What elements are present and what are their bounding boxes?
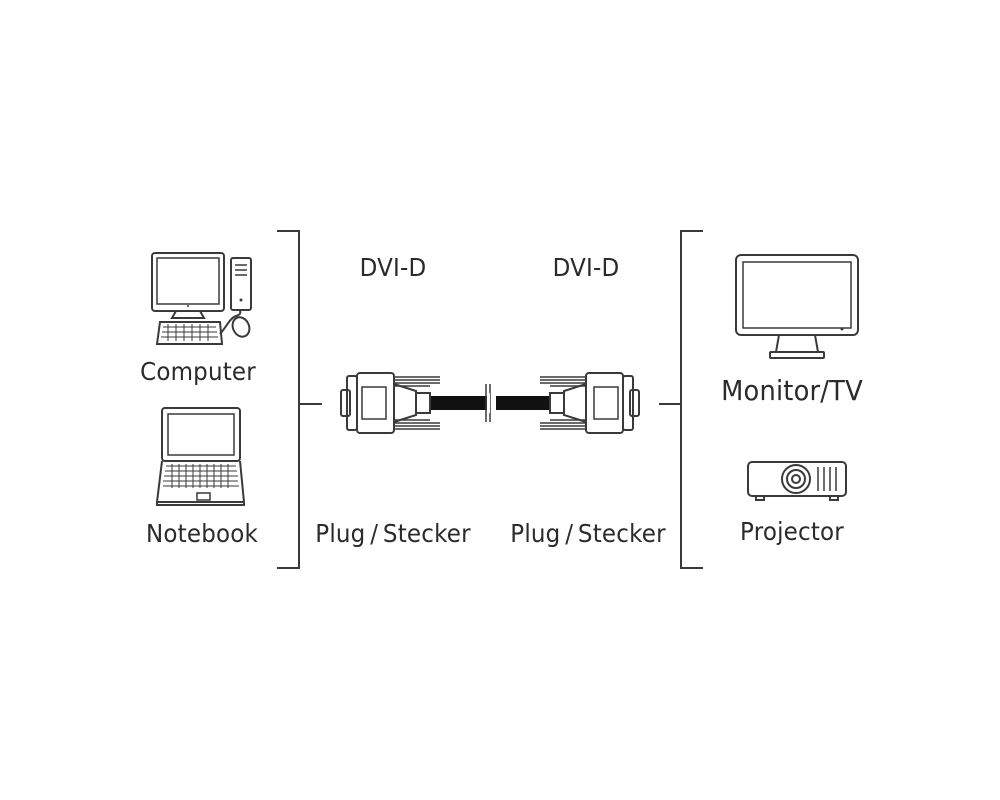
projector-icon (747, 461, 847, 501)
left-connector-label: Plug / Stecker (315, 519, 471, 548)
right-bracket (659, 230, 703, 569)
dvi-cable (430, 384, 550, 422)
computer-label: Computer (140, 357, 256, 386)
notebook-icon (155, 407, 246, 506)
left-bracket (277, 230, 322, 569)
right-connector-label: Plug / Stecker (510, 519, 666, 548)
dvi-plug-right-icon (540, 372, 640, 434)
left-cable-type-label: DVI-D (359, 253, 427, 282)
monitor-icon (735, 254, 859, 359)
dvi-plug-left-icon (340, 372, 440, 434)
notebook-label: Notebook (146, 519, 258, 548)
computer-icon (151, 252, 252, 345)
projector-label: Projector (740, 517, 844, 546)
monitor-tv-label: Monitor/TV (721, 374, 863, 407)
right-cable-type-label: DVI-D (552, 253, 620, 282)
